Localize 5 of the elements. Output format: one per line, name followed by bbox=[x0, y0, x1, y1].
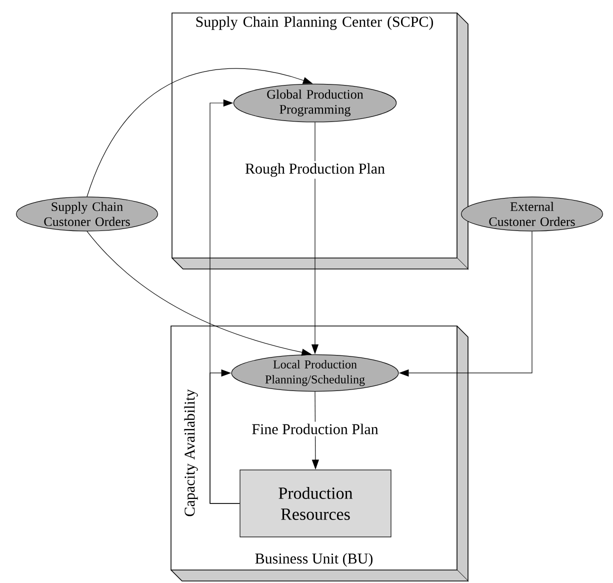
arrow bbox=[210, 369, 240, 504]
edge-label: Capacity Availability bbox=[184, 389, 198, 516]
resource-box: Production Resources bbox=[240, 470, 392, 538]
edge-label: Rough Production Plan bbox=[243, 161, 387, 179]
edge-label: Fine Production Plan bbox=[250, 422, 380, 436]
